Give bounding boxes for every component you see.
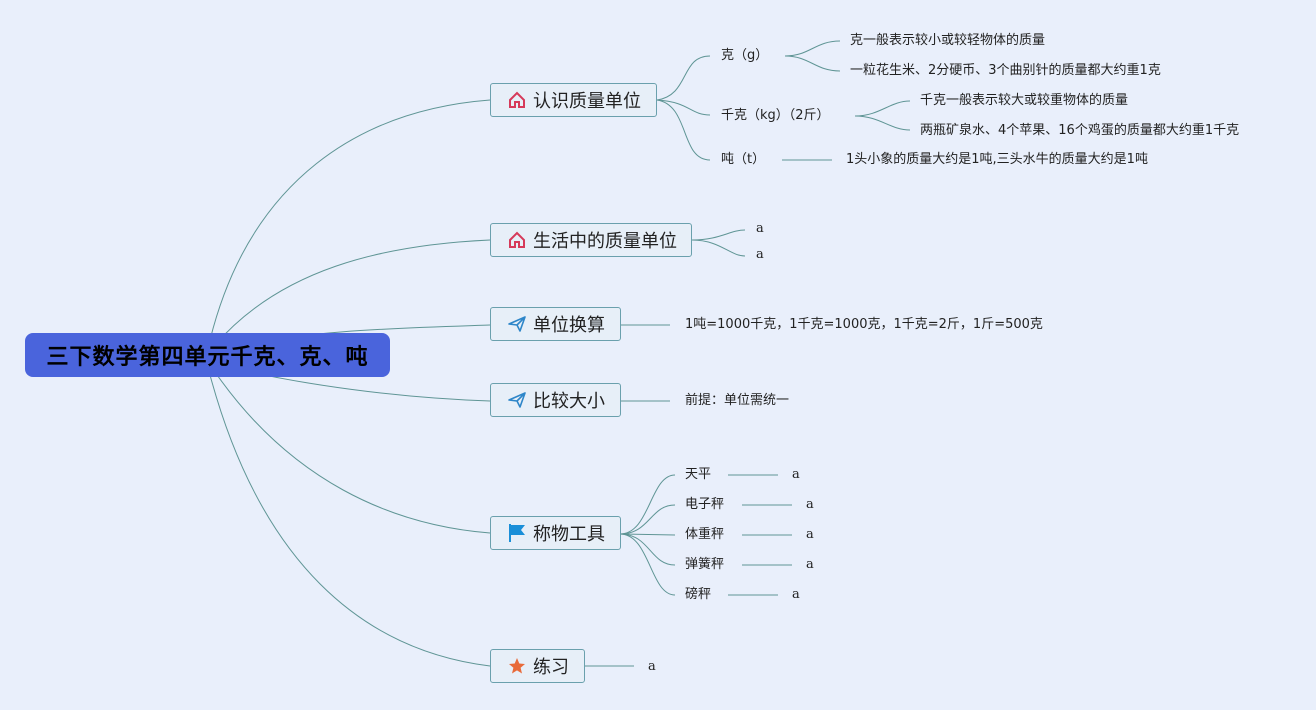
topic-label: 认识质量单位: [533, 91, 641, 112]
topic-recognize-mass-units[interactable]: 认识质量单位: [490, 83, 657, 117]
root-topic[interactable]: 三下数学第四单元千克、克、吨: [25, 333, 390, 377]
topic-practice[interactable]: 练习: [490, 649, 585, 683]
topic-weighing-tools[interactable]: 称物工具: [490, 516, 621, 550]
ton-note[interactable]: 1头小象的质量大约是1吨,三头水牛的质量大约是1吨: [846, 152, 1148, 167]
conversion-formula[interactable]: 1吨=1000千克，1千克=1000克，1千克=2斤，1斤=500克: [685, 317, 1043, 332]
tool-value[interactable]: a: [806, 497, 814, 512]
tool-name[interactable]: 天平: [685, 467, 712, 482]
gram-note-1[interactable]: 克一般表示较小或较轻物体的质量: [850, 33, 1046, 48]
home-icon: [507, 230, 527, 250]
unit-gram[interactable]: 克（g）: [721, 48, 769, 63]
unit-kilogram[interactable]: 千克（kg）（2斤）: [721, 108, 830, 123]
paper-plane-icon: [507, 314, 527, 334]
topic-compare-size[interactable]: 比较大小: [490, 383, 621, 417]
unit-ton[interactable]: 吨（t）: [721, 152, 766, 167]
gram-note-2[interactable]: 一粒花生米、2分硬币、3个曲别针的质量都大约重1克: [850, 63, 1161, 78]
paper-plane-icon: [507, 390, 527, 410]
flag-icon: [507, 523, 527, 543]
topic-label: 称物工具: [533, 524, 605, 545]
topic-mass-units-in-life[interactable]: 生活中的质量单位: [490, 223, 692, 257]
life-unit-item[interactable]: a: [756, 221, 764, 236]
tool-value[interactable]: a: [792, 467, 800, 482]
tool-value[interactable]: a: [792, 587, 800, 602]
tool-name[interactable]: 电子秤: [685, 497, 725, 512]
tool-name[interactable]: 磅秤: [685, 587, 712, 602]
star-icon: [507, 656, 527, 676]
topic-label: 练习: [533, 657, 569, 678]
tool-name[interactable]: 弹簧秤: [685, 557, 725, 572]
root-topic-label: 三下数学第四单元千克、克、吨: [46, 345, 369, 370]
home-icon: [507, 90, 527, 110]
compare-premise[interactable]: 前提：单位需统一: [685, 393, 790, 408]
topic-label: 单位换算: [533, 315, 605, 336]
practice-item[interactable]: a: [648, 659, 656, 674]
tool-value[interactable]: a: [806, 557, 814, 572]
life-unit-item[interactable]: a: [756, 247, 764, 262]
topic-label: 比较大小: [533, 391, 605, 412]
kilogram-note-2[interactable]: 两瓶矿泉水、4个苹果、16个鸡蛋的质量都大约重1千克: [920, 123, 1240, 138]
kilogram-note-1[interactable]: 千克一般表示较大或较重物体的质量: [920, 93, 1129, 108]
tool-name[interactable]: 体重秤: [685, 527, 725, 542]
tool-value[interactable]: a: [806, 527, 814, 542]
topic-unit-conversion[interactable]: 单位换算: [490, 307, 621, 341]
topic-label: 生活中的质量单位: [533, 231, 677, 252]
